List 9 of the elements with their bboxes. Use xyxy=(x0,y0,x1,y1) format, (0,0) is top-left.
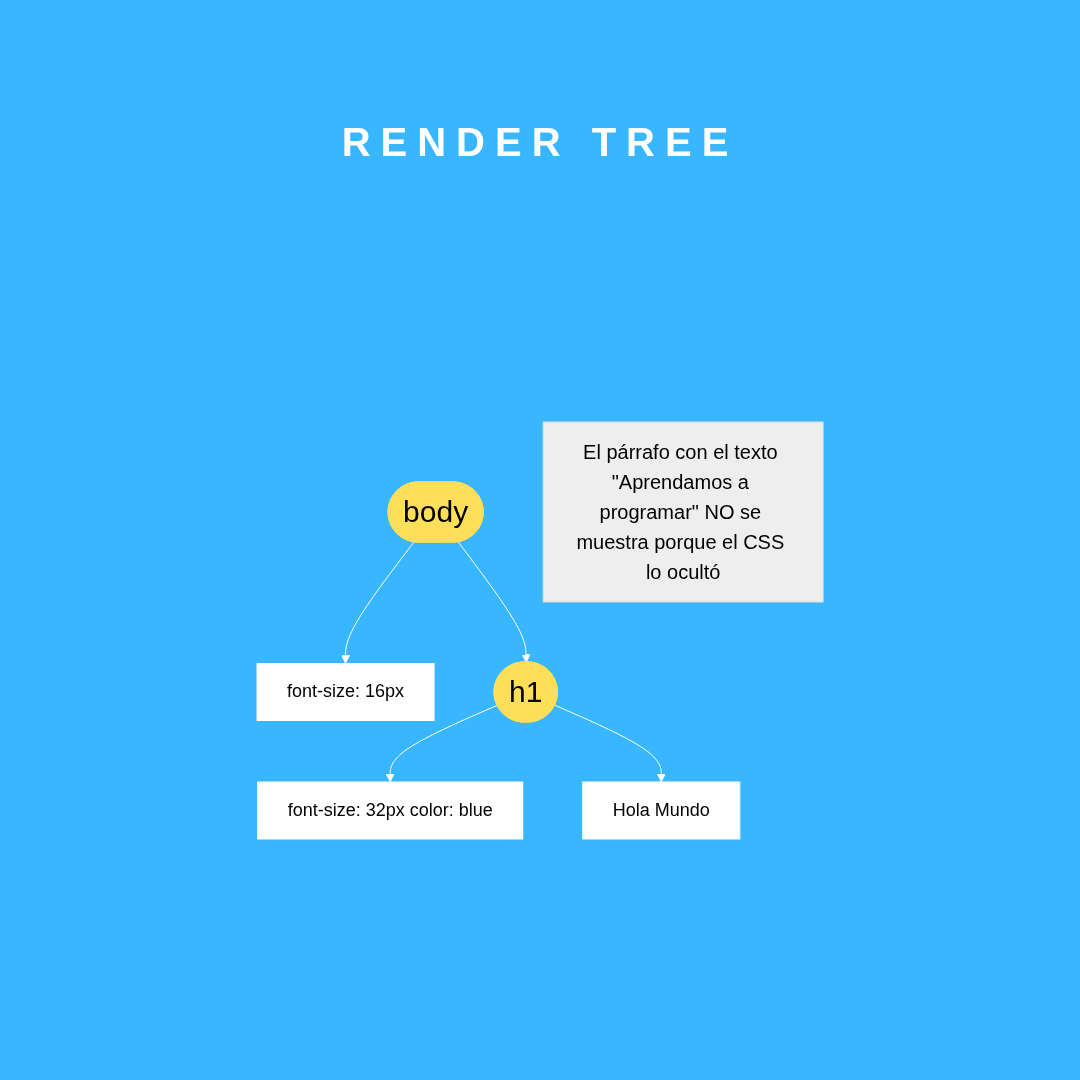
arrow xyxy=(554,704,666,782)
node-box: El párrafo con el texto "Aprendamos a programar" NO se muestra porque el CSS lo ocultó xyxy=(542,421,824,602)
title: RENDER TREE xyxy=(340,120,740,165)
arrow xyxy=(457,541,531,663)
node-box: Hola Mundo xyxy=(582,781,741,839)
node-box: font-size: 32px color: blue xyxy=(257,781,524,839)
node-box: font-size: 16px xyxy=(256,662,435,721)
arrow xyxy=(341,541,415,664)
arrow xyxy=(385,704,498,782)
